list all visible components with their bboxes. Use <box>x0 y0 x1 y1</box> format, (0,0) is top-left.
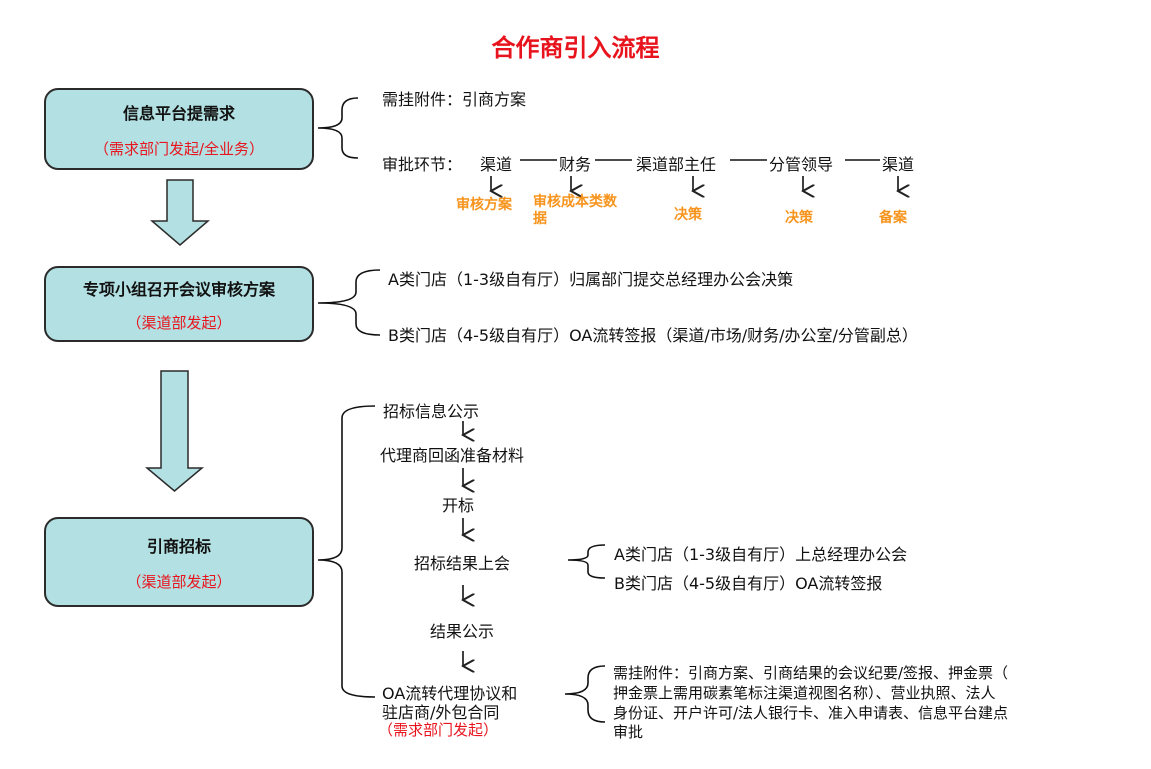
chain-note: 决策 <box>785 210 813 226</box>
step1-sub: （需求部门发起/全业务） <box>93 139 265 158</box>
flow-step: 招标信息公示 <box>383 402 480 421</box>
flow-step: 结果公示 <box>430 622 495 641</box>
meeting-a: A类门店（1-3级自有厅）上总经理办公会 <box>614 545 908 564</box>
step2-branch-b: B类门店（4-5级自有厅）OA流转签报（渠道/市场/财务/办公室/分管副总） <box>388 326 918 345</box>
step2-label: 专项小组召开会议审核方案 <box>82 279 275 299</box>
step1-label: 信息平台提需求 <box>122 103 235 123</box>
step3-box: 引商招标 （渠道部发起） <box>44 517 314 607</box>
oa-contract-line2: 驻店商/外包合同 <box>382 703 500 722</box>
step1-box: 信息平台提需求 （需求部门发起/全业务） <box>44 88 314 170</box>
approval-prefix: 审批环节： <box>382 155 463 174</box>
chain-note: 决策 <box>674 207 702 223</box>
chain-note: 审核成本类数据 <box>533 194 617 227</box>
chain-node: 渠道 <box>882 155 915 174</box>
chain-node: 渠道部主任 <box>636 155 717 174</box>
chain-note: 备案 <box>879 210 907 226</box>
block-arrow-2 <box>144 370 205 492</box>
flow-step: 代理商回函准备材料 <box>380 446 525 465</box>
step1-attachment: 需挂附件：引商方案 <box>382 90 527 109</box>
block-arrow-1 <box>149 179 211 246</box>
step2-branch-a: A类门店（1-3级自有厅）归属部门提交总经理办公会决策 <box>388 270 794 289</box>
brace-step3 <box>317 405 376 698</box>
step3-sub: （渠道部发起） <box>126 572 232 591</box>
step3-label: 引商招标 <box>146 536 211 556</box>
attachment-line: 押金票上需用碳素笔标注渠道视图名称）、营业执照、法人 <box>613 684 996 702</box>
oa-contract-line1: OA流转代理协议和 <box>382 684 518 703</box>
oa-contract-sub: （需求部门发起） <box>378 721 499 739</box>
attachment-line: 需挂附件：引商方案、引商结果的会议纪要/签报、押金票（ <box>613 664 1009 682</box>
chain-node: 渠道 <box>480 155 513 174</box>
chain-note: 审核方案 <box>456 197 512 213</box>
flow-step: 开标 <box>442 496 475 515</box>
flow-step: 招标结果上会 <box>414 554 511 573</box>
brace-meeting <box>567 544 606 579</box>
page-title: 合作商引入流程 <box>491 34 660 62</box>
brace-attachments <box>564 665 606 723</box>
attachment-line: 身份证、开户许可/法人银行卡、准入申请表、信息平台建点 <box>613 704 1009 722</box>
step2-box: 专项小组召开会议审核方案 （渠道部发起） <box>44 266 314 342</box>
step2-sub: （渠道部发起） <box>126 313 232 332</box>
attachment-line: 审批 <box>613 723 644 741</box>
brace-step2 <box>317 269 381 336</box>
brace-step1 <box>317 97 359 159</box>
chain-node: 分管领导 <box>769 155 834 174</box>
chain-node: 财务 <box>559 155 592 174</box>
meeting-b: B类门店（4-5级自有厅）OA流转签报 <box>614 574 883 593</box>
